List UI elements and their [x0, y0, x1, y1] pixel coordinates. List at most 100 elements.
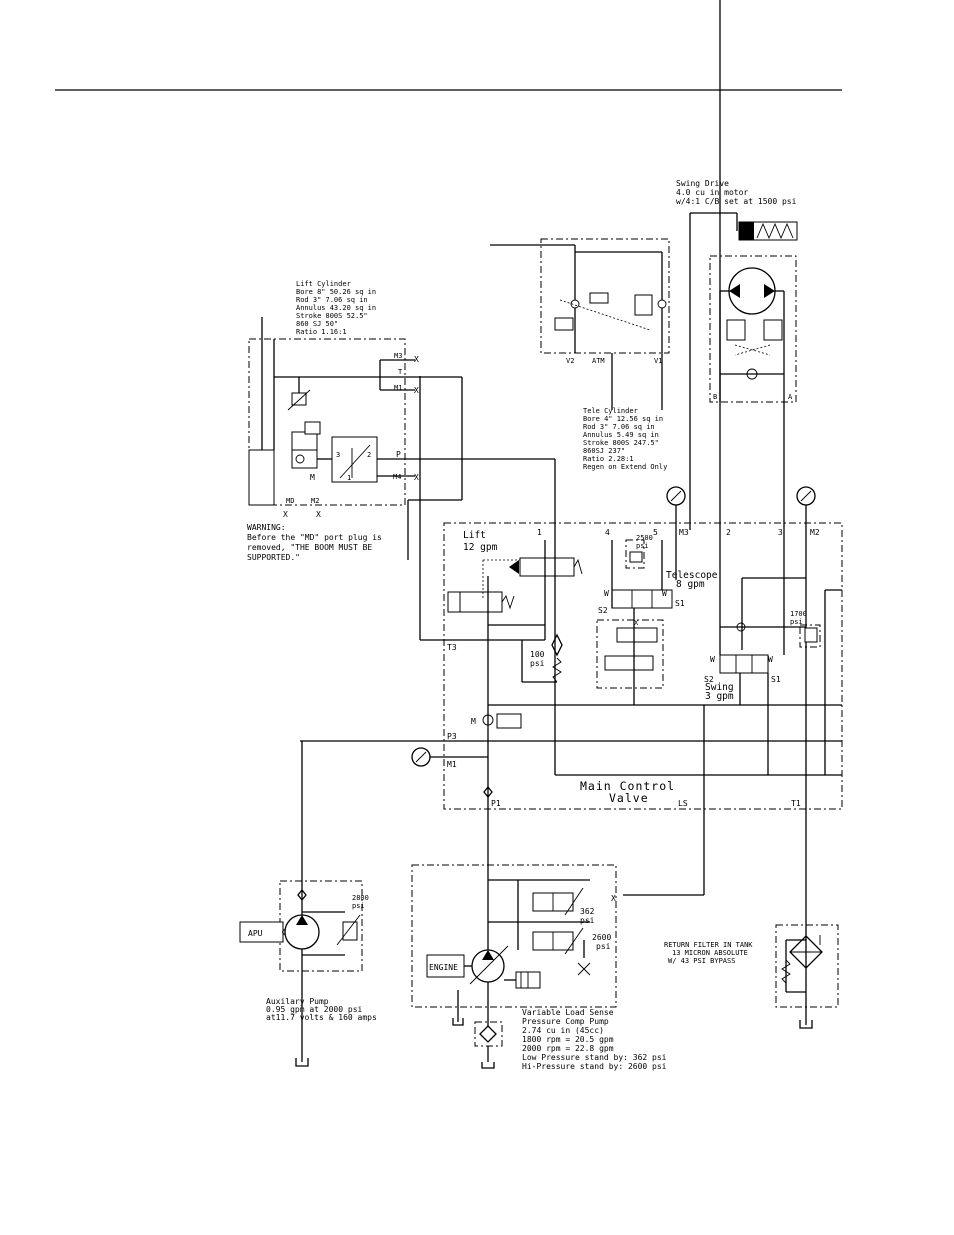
svg-text:B: B: [713, 393, 717, 401]
return-filter: RETURN FILTER IN TANK 13 MICRON ABSOLUTE…: [664, 924, 839, 1029]
port-m3: M3: [394, 352, 402, 360]
svg-text:Lift: Lift: [463, 530, 486, 541]
svg-text:Pressure Comp Pump: Pressure Comp Pump: [522, 1017, 609, 1026]
svg-text:X: X: [634, 619, 639, 627]
svg-text:X: X: [283, 510, 288, 519]
svg-text:LS: LS: [678, 799, 688, 808]
svg-text:APU: APU: [248, 929, 263, 938]
svg-text:X: X: [316, 510, 321, 519]
svg-text:W: W: [710, 655, 715, 664]
svg-text:Variable Load Sense: Variable Load Sense: [522, 1008, 614, 1017]
svg-text:w/4:1 C/B set at 1500 psi: w/4:1 C/B set at 1500 psi: [676, 197, 797, 206]
svg-text:2500: 2500: [636, 534, 653, 542]
svg-text:2.74 cu in (45cc): 2.74 cu in (45cc): [522, 1026, 604, 1035]
svg-text:M2: M2: [810, 528, 820, 537]
svg-text:P3: P3: [447, 732, 457, 741]
svg-text:W: W: [604, 589, 609, 598]
svg-text:Auxilary Pump: Auxilary Pump: [266, 997, 329, 1006]
svg-text:2600: 2600: [592, 933, 611, 942]
main-control-valve: 1 4 5 M3 2 3 M2 T3 P3 M1 P1 LS T1 Main C…: [300, 376, 843, 860]
svg-text:3: 3: [778, 528, 783, 537]
svg-text:Tele Cylinder: Tele Cylinder: [583, 407, 638, 415]
auxiliary-pump: APU 2800 psi Auxilary Pump 0.95 gpm at 2…: [239, 741, 377, 1067]
svg-text:Regen on Extend Only: Regen on Extend Only: [583, 463, 667, 471]
svg-text:ENGINE: ENGINE: [429, 963, 458, 972]
gauge-m2-icon: [796, 486, 816, 1025]
svg-text:362: 362: [580, 907, 595, 916]
svg-text:V1: V1: [654, 357, 662, 365]
tele-cylinder-spec: Tele Cylinder Bore 4" 12.56 sq in Rod 3"…: [583, 407, 667, 471]
svg-text:A: A: [788, 393, 793, 401]
svg-text:860SJ 237": 860SJ 237": [583, 447, 625, 455]
svg-text:psi: psi: [790, 618, 803, 626]
svg-text:2800: 2800: [352, 894, 369, 902]
svg-text:12 gpm: 12 gpm: [463, 542, 498, 553]
svg-text:S1: S1: [675, 599, 685, 608]
svg-text:Lift Cylinder: Lift Cylinder: [296, 280, 351, 288]
port-t: T: [398, 368, 403, 376]
svg-text:Swing Drive: Swing Drive: [676, 179, 729, 188]
svg-text:Rod 3" 7.06 sq in: Rod 3" 7.06 sq in: [296, 296, 368, 304]
svg-text:Rod 3" 7.06 sq in: Rod 3" 7.06 sq in: [583, 423, 655, 431]
svg-text:4.0 cu in motor: 4.0 cu in motor: [676, 188, 748, 197]
svg-text:Stroke 800S 52.5": Stroke 800S 52.5": [296, 312, 368, 320]
svg-text:T1: T1: [791, 799, 801, 808]
svg-text:3: 3: [336, 451, 340, 459]
svg-text:S2: S2: [704, 675, 714, 684]
svg-text:Bore 4" 12.56 sq in: Bore 4" 12.56 sq in: [583, 415, 663, 423]
svg-text:W: W: [662, 589, 667, 598]
svg-text:ATM: ATM: [592, 357, 605, 365]
svg-text:2000 rpm = 22.8 gpm: 2000 rpm = 22.8 gpm: [522, 1044, 614, 1053]
svg-text:Ratio 2.28:1: Ratio 2.28:1: [583, 455, 634, 463]
gauge-m3-icon: [666, 486, 686, 580]
svg-text:860 SJ 50": 860 SJ 50": [296, 320, 338, 328]
svg-text:M1: M1: [447, 760, 457, 769]
main-pump: ENGINE 362 psi 2600 psi X Variable L: [411, 860, 667, 1071]
svg-text:S1: S1: [771, 675, 781, 684]
svg-text:M: M: [310, 473, 315, 482]
svg-text:psi: psi: [580, 916, 595, 925]
svg-text:T3: T3: [447, 643, 457, 652]
svg-text:W: W: [768, 655, 773, 664]
svg-text:psi: psi: [352, 902, 365, 910]
svg-text:2: 2: [367, 451, 371, 459]
svg-text:13 MICRON ABSOLUTE: 13 MICRON ABSOLUTE: [672, 949, 748, 957]
svg-text:M: M: [471, 717, 476, 726]
svg-text:X: X: [414, 473, 419, 482]
svg-text:psi: psi: [596, 942, 611, 951]
svg-text:X: X: [414, 386, 419, 395]
svg-text:Main Control: Main Control: [580, 779, 675, 793]
svg-text:3 gpm: 3 gpm: [705, 691, 734, 702]
svg-text:Bore 8" 50.26 sq in: Bore 8" 50.26 sq in: [296, 288, 376, 296]
svg-text:Ratio 1.16:1: Ratio 1.16:1: [296, 328, 347, 336]
lift-cylinder-spec: Lift Cylinder Bore 8" 50.26 sq in Rod 3"…: [296, 280, 376, 336]
port-m1: M1: [394, 384, 402, 392]
svg-text:100: 100: [530, 650, 545, 659]
md-port-warning: WARNING: Before the "MD" port plug is re…: [247, 523, 382, 562]
svg-text:psi: psi: [530, 659, 545, 668]
port-m2: M2: [311, 497, 319, 505]
svg-text:Telescope: Telescope: [666, 570, 718, 581]
port-md: MD: [286, 497, 294, 505]
svg-text:1800 rpm = 20.5 gpm: 1800 rpm = 20.5 gpm: [522, 1035, 614, 1044]
svg-text:WARNING:: WARNING:: [247, 523, 286, 532]
svg-text:M3: M3: [679, 528, 689, 537]
svg-text:1: 1: [537, 528, 542, 537]
svg-text:V2: V2: [566, 357, 574, 365]
svg-text:W/ 43 PSI BYPASS: W/ 43 PSI BYPASS: [668, 957, 735, 965]
svg-text:S2: S2: [598, 606, 608, 615]
svg-text:1700: 1700: [790, 610, 807, 618]
svg-text:psi: psi: [636, 542, 649, 550]
lift-holding-valve-block: M3 T M1 X X M 3 2 1 P M4 X MD M2 X X: [248, 317, 555, 519]
tele-holding-valve-block: V2 ATM V1: [490, 238, 670, 410]
swing-drive: Swing Drive 4.0 cu in motor w/4:1 C/B se…: [676, 0, 798, 530]
svg-text:2: 2: [726, 528, 731, 537]
svg-text:SUPPORTED.": SUPPORTED.": [247, 553, 300, 562]
svg-text:Before the "MD" port plug is: Before the "MD" port plug is: [247, 533, 382, 542]
port-m4: M4: [393, 473, 401, 481]
svg-text:X: X: [611, 894, 616, 903]
svg-text:removed, "THE BOOM MUST BE: removed, "THE BOOM MUST BE: [247, 543, 372, 552]
svg-text:Low Pressure stand by: 362 psi: Low Pressure stand by: 362 psi: [522, 1053, 667, 1062]
svg-text:Annulus 43.20 sq in: Annulus 43.20 sq in: [296, 304, 376, 312]
